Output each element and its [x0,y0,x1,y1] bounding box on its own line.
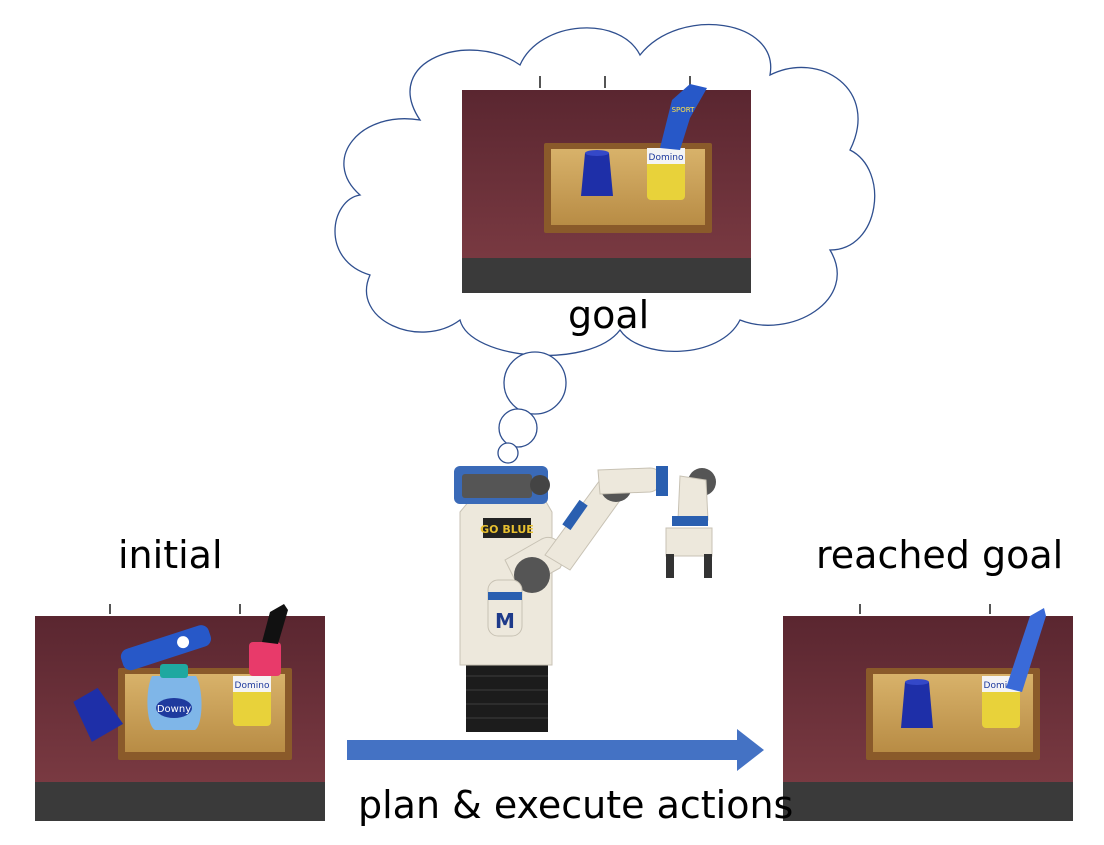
robot-base [466,662,548,732]
goal-photo: Domino SPORT [462,76,751,293]
table-floor [462,258,751,293]
reached-goal-label: reached goal [816,533,1064,577]
goal-sugar-label: Domino [649,153,684,163]
plan-label: plan & execute actions [358,783,794,827]
initial-sugar-label: Domino [235,681,270,691]
brush [262,604,288,644]
robot: GO BLUE M [454,466,716,732]
reached-goal-photo: Domino [783,604,1073,821]
lotion-bottle [660,84,707,150]
go-blue-text: GO BLUE [480,523,534,536]
thought-bubble-large [503,351,567,415]
initial-detergent-label: Downy [157,704,191,715]
cup [581,153,613,196]
robot-gripper [665,527,713,557]
table-floor [783,782,1073,821]
robot-shoulder-joint [514,557,550,593]
thought-bubbles [497,351,567,464]
goal-label: goal [568,293,650,337]
cup [73,687,124,742]
cup [901,682,933,728]
initial-label: initial [118,533,223,577]
thought-bubble-small [497,442,519,464]
go-blue-badge [483,518,531,538]
robot-logo: M [495,609,515,633]
reached-sugar-label: Domino [984,681,1019,691]
plan-arrow [347,729,764,771]
lotion-bottle [1006,608,1046,692]
lotion-bottle [120,625,212,671]
spice-jar [249,642,281,676]
initial-photo: Downy Domino [35,604,325,821]
table-floor [35,782,325,821]
thought-bubble-medium [498,408,538,448]
goal-lotion-label: SPORT [672,106,696,114]
